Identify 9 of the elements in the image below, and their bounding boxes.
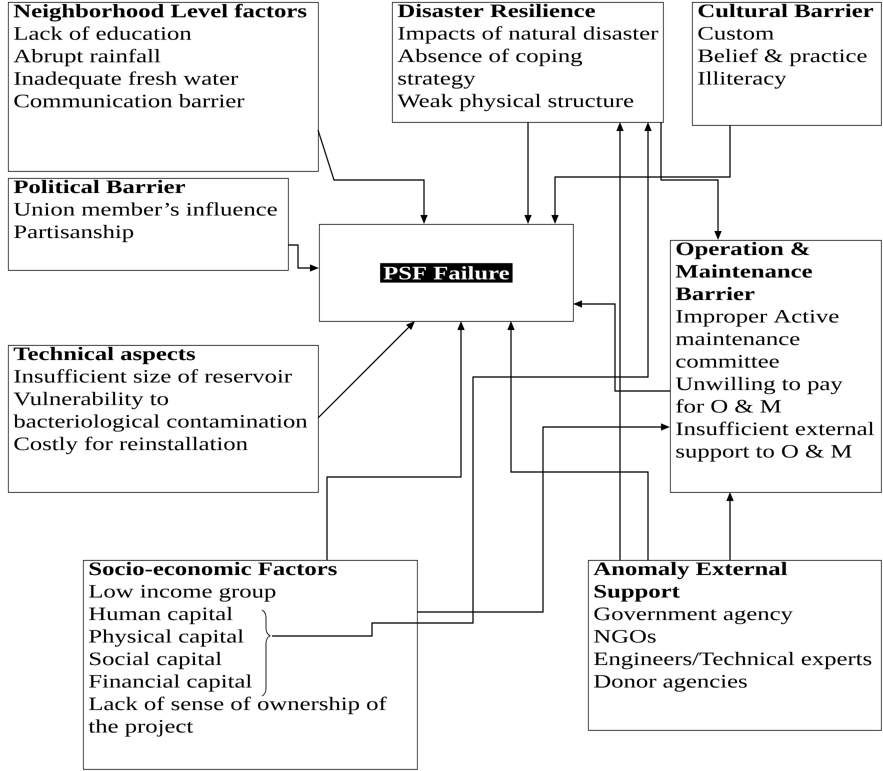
factor-box: Disaster Resilience Impacts of natural disaster Absence of coping strategy Weak physical structure xyxy=(392,2,664,123)
result-box: PSF Failure xyxy=(319,224,574,322)
factor-box: Technical aspects Insufficient size of reservoir Vulnerability to bacteriological contamination Costly for reinstallation xyxy=(8,345,319,493)
factor-box: Political Barrier Union member’s influence Partisanship xyxy=(8,178,289,271)
factor-box: Anomaly External Support Government agency NGOs Engineers/Technical experts Donor agencies xyxy=(588,560,882,731)
factor-box: Cultural Barrier Custom Belief & practice Illiteracy xyxy=(692,2,882,126)
factor-box: Neighborhood Level factors Lack of education Abrupt rainfall Inadequate fresh water Communication barrier xyxy=(8,2,319,172)
factor-box: Operation & Maintenance Barrier Improper Active maintenance committee Unwilling to pay for O & M Insufficient external support to O & M xyxy=(670,240,882,493)
factor-box: Socio-economic Factors Low income group Human capital Physical capital Social capital Financial capital Lack of sense of ownership of the project xyxy=(83,560,418,770)
